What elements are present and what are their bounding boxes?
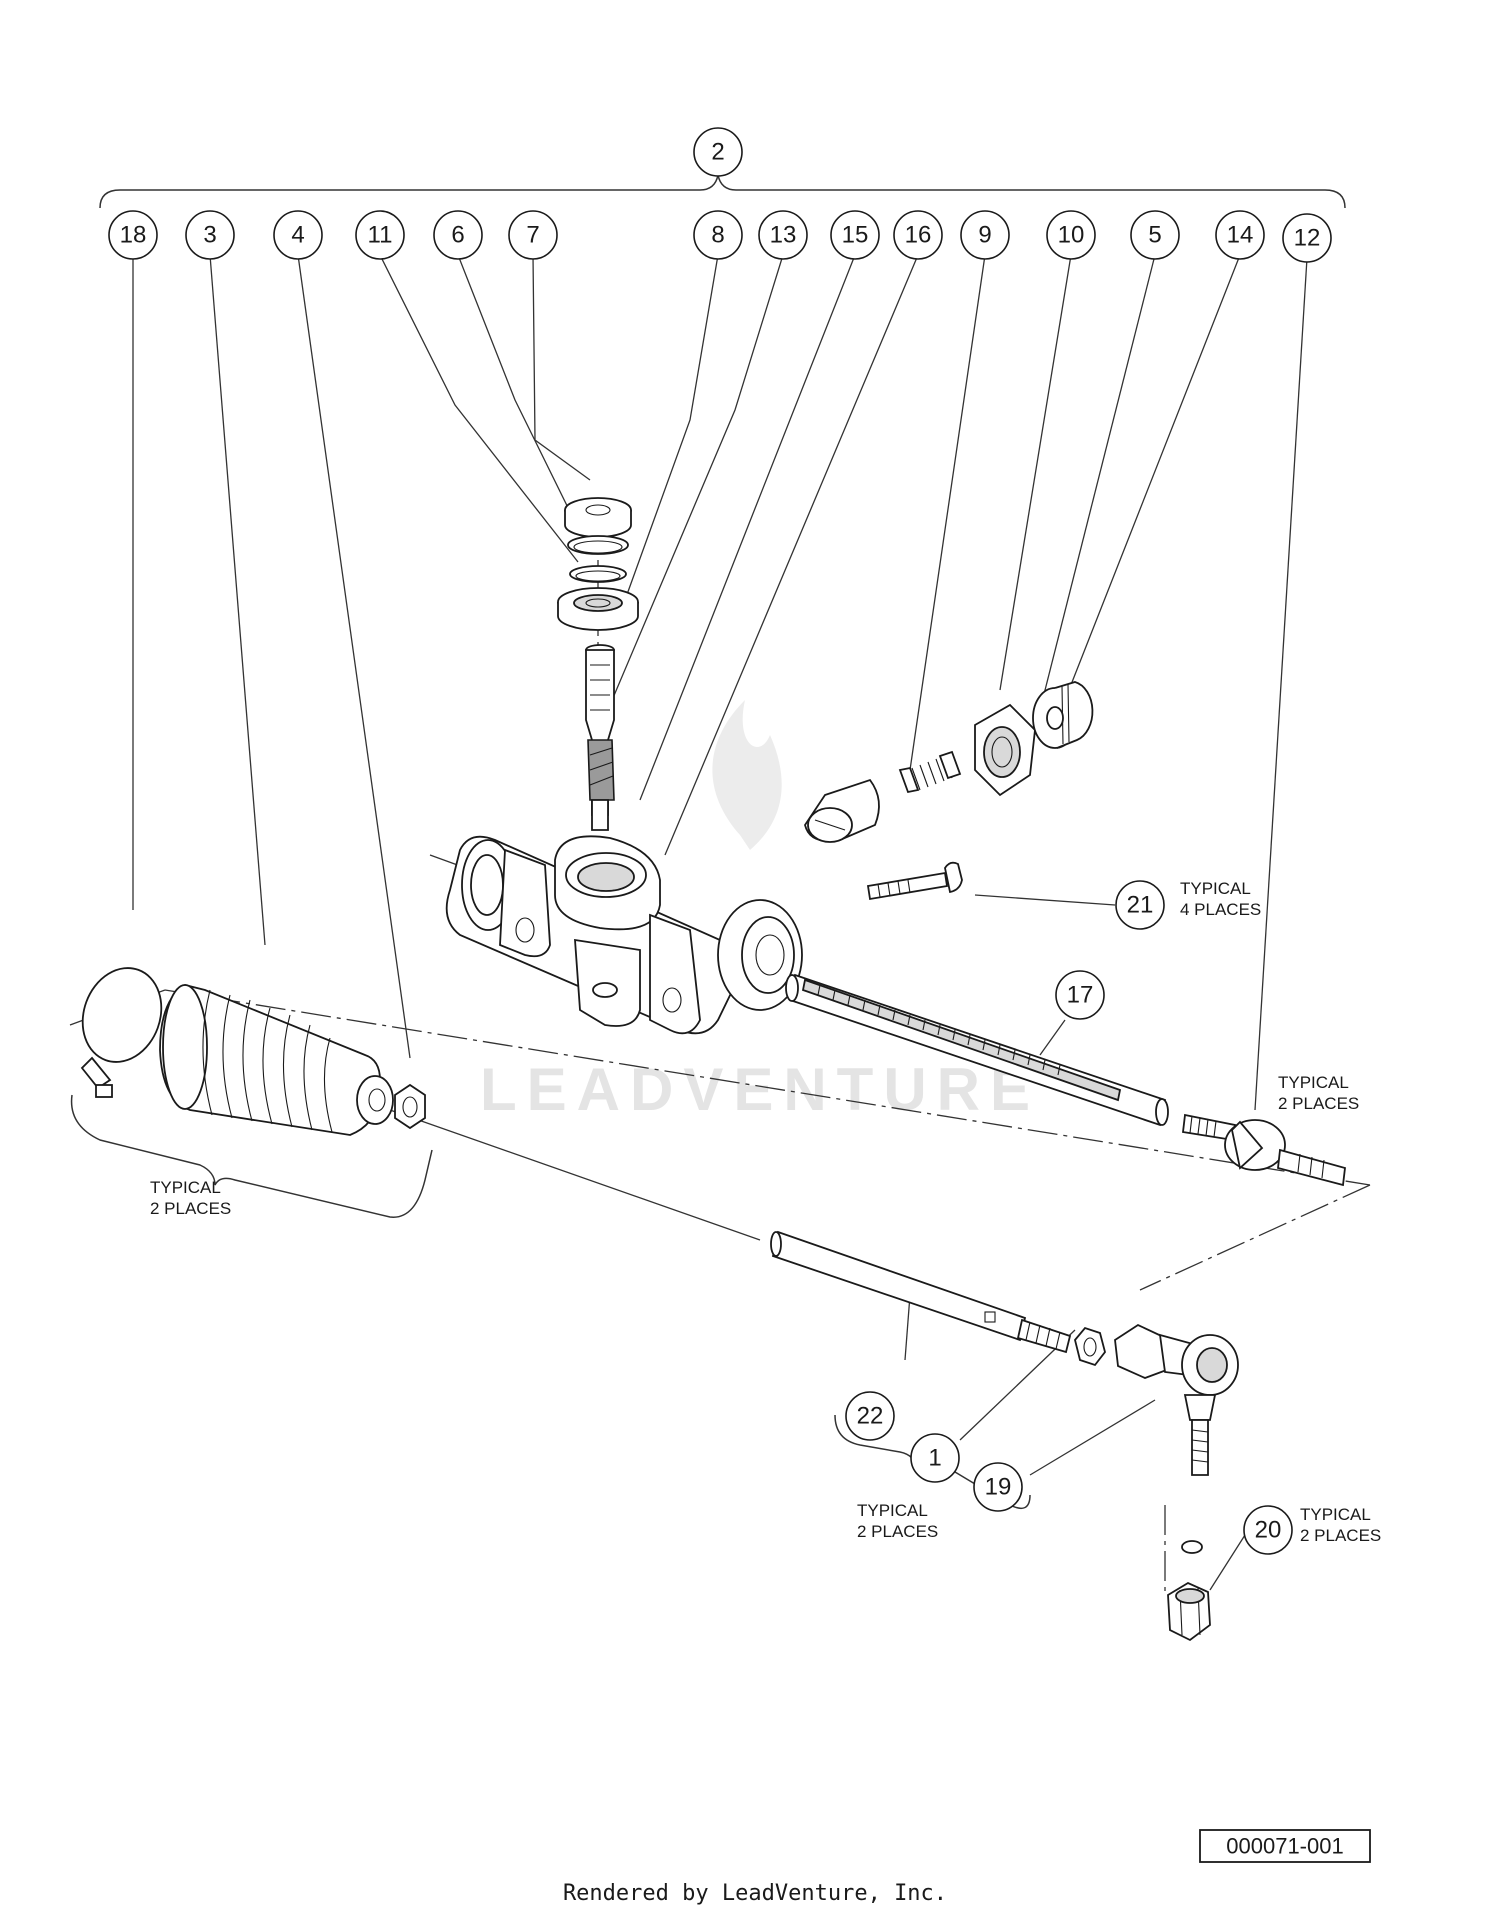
- svg-text:3: 3: [203, 222, 216, 249]
- callout-13[interactable]: 13: [758, 210, 808, 260]
- svg-text:21: 21: [1127, 892, 1154, 919]
- callout-18[interactable]: 18: [108, 210, 158, 260]
- callout-10[interactable]: 10: [1046, 210, 1096, 260]
- svg-text:2: 2: [711, 139, 724, 166]
- callout-12[interactable]: 12: [1282, 213, 1332, 263]
- svg-text:TYPICAL: TYPICAL: [150, 1178, 221, 1197]
- svg-text:4: 4: [291, 222, 304, 249]
- watermark-text: LEADVENTURE: [480, 1056, 1040, 1123]
- svg-text:10: 10: [1058, 222, 1085, 249]
- jam-nut-part-1: [1074, 1326, 1106, 1367]
- rack-part-17: [785, 973, 1169, 1127]
- svg-text:9: 9: [978, 222, 991, 249]
- callout-5[interactable]: 5: [1130, 210, 1180, 260]
- svg-text:15: 15: [842, 222, 869, 249]
- svg-text:11: 11: [368, 222, 393, 249]
- svg-text:13: 13: [770, 222, 797, 249]
- svg-text:TYPICAL: TYPICAL: [857, 1501, 928, 1520]
- inner-tie-rod-part-12: [1182, 1113, 1346, 1187]
- spring-part-10: [898, 750, 962, 794]
- bolt-part-21: [866, 861, 963, 901]
- svg-text:2 PLACES: 2 PLACES: [1300, 1526, 1381, 1545]
- outer-tie-rod-part-22: [770, 1230, 1072, 1354]
- svg-text:1: 1: [928, 1445, 941, 1472]
- note-typical-2-places-nut: TYPICAL 2 PLACES: [1300, 1505, 1381, 1545]
- svg-text:2 PLACES: 2 PLACES: [1278, 1094, 1359, 1113]
- callout-6[interactable]: 6: [433, 210, 483, 260]
- svg-text:18: 18: [120, 222, 147, 249]
- retaining-ring-part-11: [569, 565, 627, 583]
- svg-text:4 PLACES: 4 PLACES: [1180, 900, 1261, 919]
- clamp-part-18: [80, 967, 163, 1098]
- svg-text:16: 16: [905, 222, 932, 249]
- callout-4[interactable]: 4: [273, 210, 323, 260]
- yoke-part-9: [804, 778, 880, 843]
- callout-19[interactable]: 19: [973, 1462, 1023, 1512]
- callout-11[interactable]: 11: [355, 210, 405, 260]
- note-typical-2-places-tie-rod-socket: TYPICAL 2 PLACES: [1278, 1073, 1359, 1113]
- callout-8[interactable]: 8: [693, 210, 743, 260]
- watermark: LEADVENTURE: [480, 700, 1040, 1123]
- pinion-shaft-part-13: [585, 644, 615, 831]
- jam-nut-part-4: [394, 1083, 426, 1130]
- svg-text:17: 17: [1067, 982, 1094, 1009]
- callout-21[interactable]: 21: [1115, 880, 1165, 930]
- svg-text:19: 19: [985, 1474, 1012, 1501]
- snap-ring-part-6: [567, 535, 629, 555]
- note-typical-2-places-tie-rod: TYPICAL 2 PLACES: [857, 1501, 938, 1541]
- bearing-part-8: [557, 587, 639, 631]
- callout-16[interactable]: 16: [893, 210, 943, 260]
- callout-3[interactable]: 3: [185, 210, 235, 260]
- svg-text:6: 6: [451, 222, 464, 249]
- callout-17[interactable]: 17: [1055, 970, 1105, 1020]
- footer-credit: Rendered by LeadVenture, Inc.: [563, 1881, 947, 1906]
- adjuster-plug-part-14: [1032, 681, 1094, 749]
- callout-9[interactable]: 9: [960, 210, 1010, 260]
- svg-text:7: 7: [526, 222, 539, 249]
- svg-text:TYPICAL: TYPICAL: [1300, 1505, 1371, 1524]
- boot-bracket: [70, 1094, 433, 1218]
- leader-lines: [132, 254, 1308, 1591]
- assembly-bracket: [99, 174, 1346, 209]
- callout-20[interactable]: 20: [1243, 1505, 1293, 1555]
- callout-2[interactable]: 2: [693, 127, 743, 177]
- callout-15[interactable]: 15: [830, 210, 880, 260]
- callout-7[interactable]: 7: [508, 210, 558, 260]
- callout-1[interactable]: 1: [910, 1433, 960, 1483]
- svg-text:2 PLACES: 2 PLACES: [857, 1522, 938, 1541]
- svg-text:TYPICAL: TYPICAL: [1278, 1073, 1349, 1092]
- svg-text:14: 14: [1227, 222, 1254, 249]
- svg-text:2 PLACES: 2 PLACES: [150, 1199, 231, 1218]
- callout-14[interactable]: 14: [1215, 210, 1265, 260]
- svg-text:20: 20: [1255, 1517, 1282, 1544]
- svg-text:5: 5: [1148, 222, 1161, 249]
- nut-part-20: [1167, 1540, 1211, 1642]
- svg-text:TYPICAL: TYPICAL: [1180, 879, 1251, 898]
- tie-rod-end-part-19: [1114, 1323, 1239, 1476]
- note-typical-4-places: TYPICAL 4 PLACES: [1180, 879, 1261, 919]
- svg-text:22: 22: [857, 1403, 884, 1430]
- boot-part-3: [159, 984, 394, 1136]
- svg-text:000071-001: 000071-001: [1226, 1834, 1343, 1859]
- gear-housing-part-16: [445, 835, 803, 1035]
- seal-part-7: [564, 497, 632, 538]
- svg-text:8: 8: [711, 222, 724, 249]
- lock-nut-part-5: [974, 703, 1036, 797]
- drawing-number-label: 000071-001: [1199, 1829, 1371, 1863]
- note-typical-2-places-boot: TYPICAL 2 PLACES: [150, 1178, 231, 1218]
- svg-text:12: 12: [1294, 225, 1321, 252]
- callout-22[interactable]: 22: [845, 1391, 895, 1441]
